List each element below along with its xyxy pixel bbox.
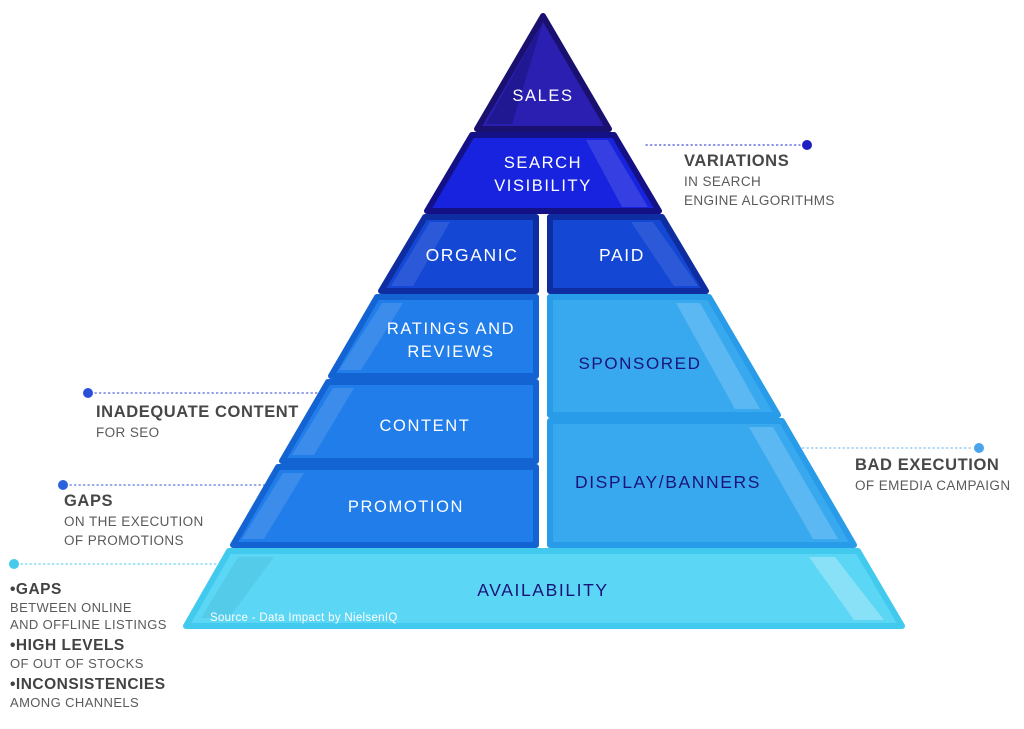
availability-issue-line: AND OFFLINE LISTINGS xyxy=(10,617,167,632)
availability-issue-line: OF OUT OF STOCKS xyxy=(10,656,144,671)
annotation-variations-line: IN SEARCH xyxy=(684,174,762,189)
layer-promotion-shape xyxy=(230,464,539,548)
connector-dot-variations xyxy=(802,140,812,150)
layer-ratings-reviews-label-line2: REVIEWS xyxy=(407,343,494,361)
annotation-gaps-promotions-line: ON THE EXECUTION xyxy=(64,514,204,529)
annotation-inadequate-content-heading: INADEQUATE CONTENT xyxy=(96,403,299,421)
layer-availability-gloss xyxy=(809,557,884,620)
layer-sales-shape xyxy=(474,13,612,132)
layer-promotion-label: PROMOTION xyxy=(348,498,464,516)
layer-organic-shape xyxy=(378,214,539,294)
annotation-variations: VARIATIONS IN SEARCH ENGINE ALGORITHMS xyxy=(684,151,835,210)
layer-availability-shape xyxy=(183,548,905,629)
annotation-availability-issues: •GAPS BETWEEN ONLINE AND OFFLINE LISTING… xyxy=(10,577,167,711)
layer-content-label: CONTENT xyxy=(380,417,471,435)
layer-search-visibility-label-line1: SEARCH xyxy=(504,154,582,172)
layer-display-banners-label: DISPLAY/BANNERS xyxy=(575,472,761,492)
availability-issue-heading: •HIGH LEVELS xyxy=(10,637,125,654)
annotation-gaps-promotions: GAPS ON THE EXECUTION OF PROMOTIONS xyxy=(64,491,204,550)
layer-sponsored-gloss xyxy=(676,303,760,409)
layer-sponsored-shape xyxy=(547,294,781,418)
annotation-variations-heading: VARIATIONS xyxy=(684,152,790,170)
layer-display-banners-shape xyxy=(547,418,857,548)
layer-organic-gloss xyxy=(391,222,450,286)
annotation-bad-execution-heading: BAD EXECUTION xyxy=(855,456,1000,474)
layer-paid-shape xyxy=(547,214,709,294)
layer-paid-label: PAID xyxy=(599,245,645,265)
layer-search-visibility-label-line2: VISIBILITY xyxy=(494,177,592,195)
layer-search-visibility-gloss xyxy=(586,140,648,207)
layer-ratings-reviews-gloss xyxy=(339,303,403,370)
annotation-inadequate-content-line: FOR SEO xyxy=(96,425,160,440)
layer-ratings-reviews-shape xyxy=(328,294,539,379)
connector-dot-availability-issues xyxy=(9,559,19,569)
annotation-bad-execution: BAD EXECUTION OF EMEDIA CAMPAIGN xyxy=(855,455,1010,495)
connector-dot-gaps-promotions xyxy=(58,480,68,490)
annotation-gaps-promotions-heading: GAPS xyxy=(64,492,114,510)
layer-sales-label: SALES xyxy=(512,87,573,105)
layer-display-banners-gloss xyxy=(749,427,838,539)
layer-search-visibility-shape xyxy=(424,132,662,214)
layer-content-shape xyxy=(279,379,539,464)
availability-issue-line: AMONG CHANNELS xyxy=(10,695,140,710)
layer-promotion-gloss xyxy=(242,473,304,539)
layer-organic-label: ORGANIC xyxy=(426,245,519,265)
layer-availability-shade xyxy=(201,557,274,618)
availability-issue-line: BETWEEN ONLINE xyxy=(10,600,132,615)
source-note: Source - Data Impact by NielsenIQ xyxy=(210,612,398,624)
layer-availability-label: AVAILABILITY xyxy=(477,580,608,600)
layer-sponsored-label: SPONSORED xyxy=(578,354,701,373)
connector-dot-bad-execution xyxy=(974,443,984,453)
layer-sales-shade xyxy=(486,22,543,124)
layer-content-gloss xyxy=(292,388,354,455)
layer-paid-gloss xyxy=(631,222,698,286)
layer-ratings-reviews-label-line1: RATINGS AND xyxy=(387,320,515,338)
connector-dot-inadequate-content xyxy=(83,388,93,398)
annotation-inadequate-content: INADEQUATE CONTENT FOR SEO xyxy=(96,402,299,442)
availability-issue-heading: •GAPS xyxy=(10,581,62,598)
annotation-bad-execution-line: OF EMEDIA CAMPAIGN xyxy=(855,478,1011,493)
annotation-gaps-promotions-line: OF PROMOTIONS xyxy=(64,533,184,548)
annotation-variations-line: ENGINE ALGORITHMS xyxy=(684,193,835,208)
availability-issue-heading: •INCONSISTENCIES xyxy=(10,676,166,693)
